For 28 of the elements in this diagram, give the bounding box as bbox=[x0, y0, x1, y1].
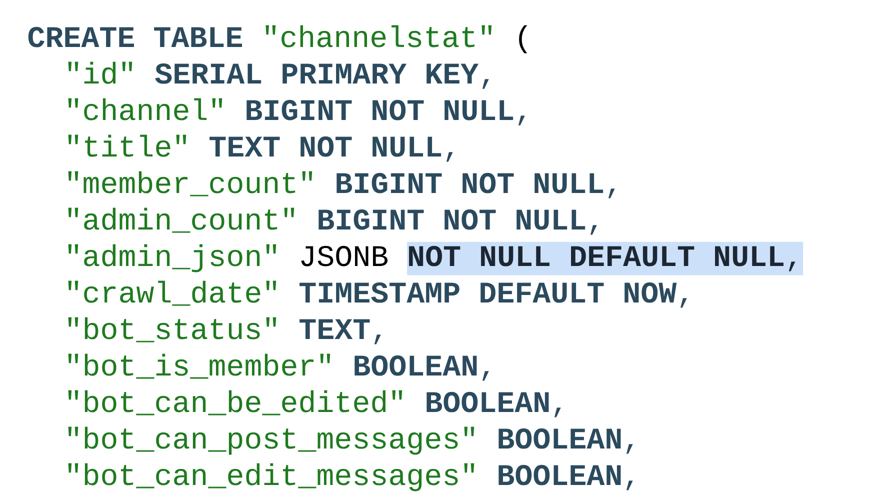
keyword-text: TIMESTAMP DEFAULT NOW, bbox=[300, 282, 687, 308]
keyword-text: TEXT, bbox=[300, 319, 381, 344]
column-name-text: "admin_json" bbox=[68, 244, 276, 272]
column-name-text: "member_count" bbox=[68, 171, 312, 196]
highlighted-code-text: NOT NULL DEFAULT NULL, bbox=[407, 242, 804, 276]
code-text: ( bbox=[519, 25, 528, 54]
keyword-text: BIGINT NOT NULL, bbox=[336, 172, 615, 198]
column-name-text: "bot_can_edit_messages" bbox=[68, 463, 474, 492]
keyword-text: BOOLEAN, bbox=[426, 392, 561, 418]
column-name-text: "bot_status" bbox=[68, 317, 276, 342]
column-name-text: "crawl_date" bbox=[68, 280, 276, 306]
keyword-text: BOOLEAN, bbox=[498, 464, 633, 490]
column-name-text: "id" bbox=[68, 62, 132, 84]
column-name-text: "title" bbox=[68, 134, 186, 157]
keyword-text: BOOLEAN, bbox=[354, 355, 489, 381]
column-name-text: "bot_can_be_edited" bbox=[68, 390, 402, 416]
keyword-text: TEXT NOT NULL, bbox=[210, 136, 453, 162]
keyword-text: CREATE TABLE bbox=[28, 26, 242, 48]
keyword-text: BIGINT NOT NULL, bbox=[318, 209, 597, 235]
code-text: JSONB bbox=[301, 246, 388, 266]
column-name-text: "admin_count" bbox=[68, 208, 294, 233]
column-name-text: "bot_can_post_messages" bbox=[68, 426, 474, 455]
column-name-text: "channelstat" bbox=[266, 25, 492, 48]
keyword-text: SERIAL PRIMARY KEY, bbox=[155, 63, 489, 89]
column-name-text: "bot_is_member" bbox=[68, 354, 330, 379]
column-name-text: "channel" bbox=[68, 98, 222, 120]
keyword-text: BIGINT NOT NULL, bbox=[246, 100, 525, 126]
keyword-text: BOOLEAN, bbox=[498, 428, 633, 454]
